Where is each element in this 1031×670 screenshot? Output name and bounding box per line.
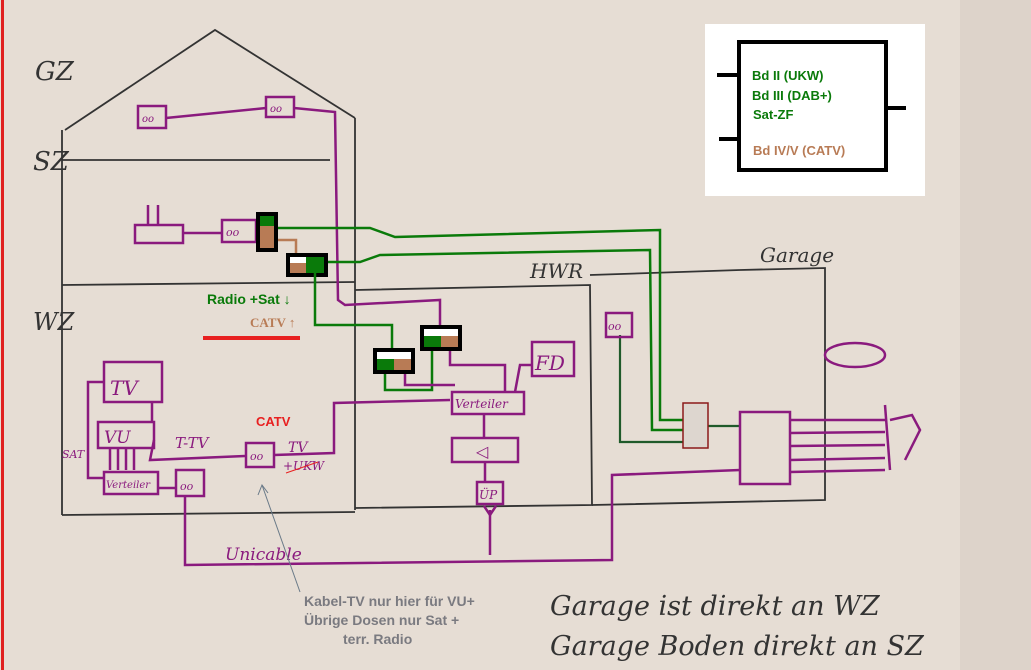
diplexer — [286, 253, 328, 277]
legend: Bd II (UKW) Bd III (DAB+) Sat-ZF Bd IV/V… — [705, 24, 925, 196]
legend-line-1: Bd II (UKW) — [752, 68, 823, 83]
room-label-garage: Garage — [760, 243, 834, 267]
socket-icon: oo — [608, 320, 622, 333]
note-line-2: Übrige Dosen nur Sat + — [304, 612, 459, 628]
room-label-sz: SZ — [33, 147, 70, 177]
multiswitch-diplexer — [682, 402, 709, 449]
room-label-hwr: HWR — [529, 259, 583, 283]
catv-label: CATV ↑ — [250, 315, 295, 330]
socket-icon: oo — [180, 480, 194, 493]
socket-icon: oo — [250, 450, 264, 463]
room-label-wz: WZ — [33, 308, 76, 336]
socket-icon: oo — [270, 104, 282, 115]
wz-devices — [86, 360, 451, 498]
sat-label: SAT — [62, 448, 86, 461]
unicable-label: Unicable — [225, 545, 302, 565]
note-line-3: terr. Radio — [343, 631, 412, 647]
house-outline — [61, 28, 826, 516]
legend-line-2: Bd III (DAB+) — [752, 88, 832, 103]
handnote-line-1: Garage ist direkt an WZ — [550, 591, 881, 622]
socket-ukw-label: +UKW — [283, 459, 326, 473]
strike-line — [285, 461, 319, 474]
edge-red-line — [1, 0, 4, 670]
note-arrow — [261, 484, 301, 593]
verteiler-label: Verteiler — [106, 480, 151, 491]
t-tv-label: T-TV — [175, 434, 211, 452]
vu-receiver-label: VU — [104, 428, 131, 448]
diplexer — [256, 212, 278, 252]
sat-cables — [278, 226, 740, 444]
hwr-verteiler-label: Verteiler — [455, 397, 509, 411]
catv-socket-label: CATV — [256, 414, 291, 429]
note-line-1: Kabel-TV nur hier für VU+ — [304, 593, 475, 609]
socket-icon: oo — [226, 226, 240, 239]
legend-line-3: Sat-ZF — [753, 107, 794, 122]
room-label-gz: GZ — [35, 57, 75, 87]
up-label: ÜP — [479, 486, 498, 502]
fd-label: FD — [534, 351, 565, 375]
legend-line-4: Bd IV/V (CATV) — [753, 143, 845, 158]
diplexer — [373, 348, 415, 374]
gz-sockets — [136, 95, 442, 330]
amplifier-icon: ◁ — [476, 444, 489, 461]
hwr-devices — [403, 340, 576, 555]
multiswitch — [183, 311, 922, 567]
diplexer — [420, 325, 462, 351]
socket-tv-label: TV — [288, 440, 309, 456]
radio-sat-label: Radio +Sat ↓ — [207, 291, 291, 307]
tv-label: TV — [110, 376, 140, 400]
handnote-line-2: Garage Boden direkt an SZ — [550, 631, 925, 662]
socket-icon: oo — [142, 114, 154, 125]
